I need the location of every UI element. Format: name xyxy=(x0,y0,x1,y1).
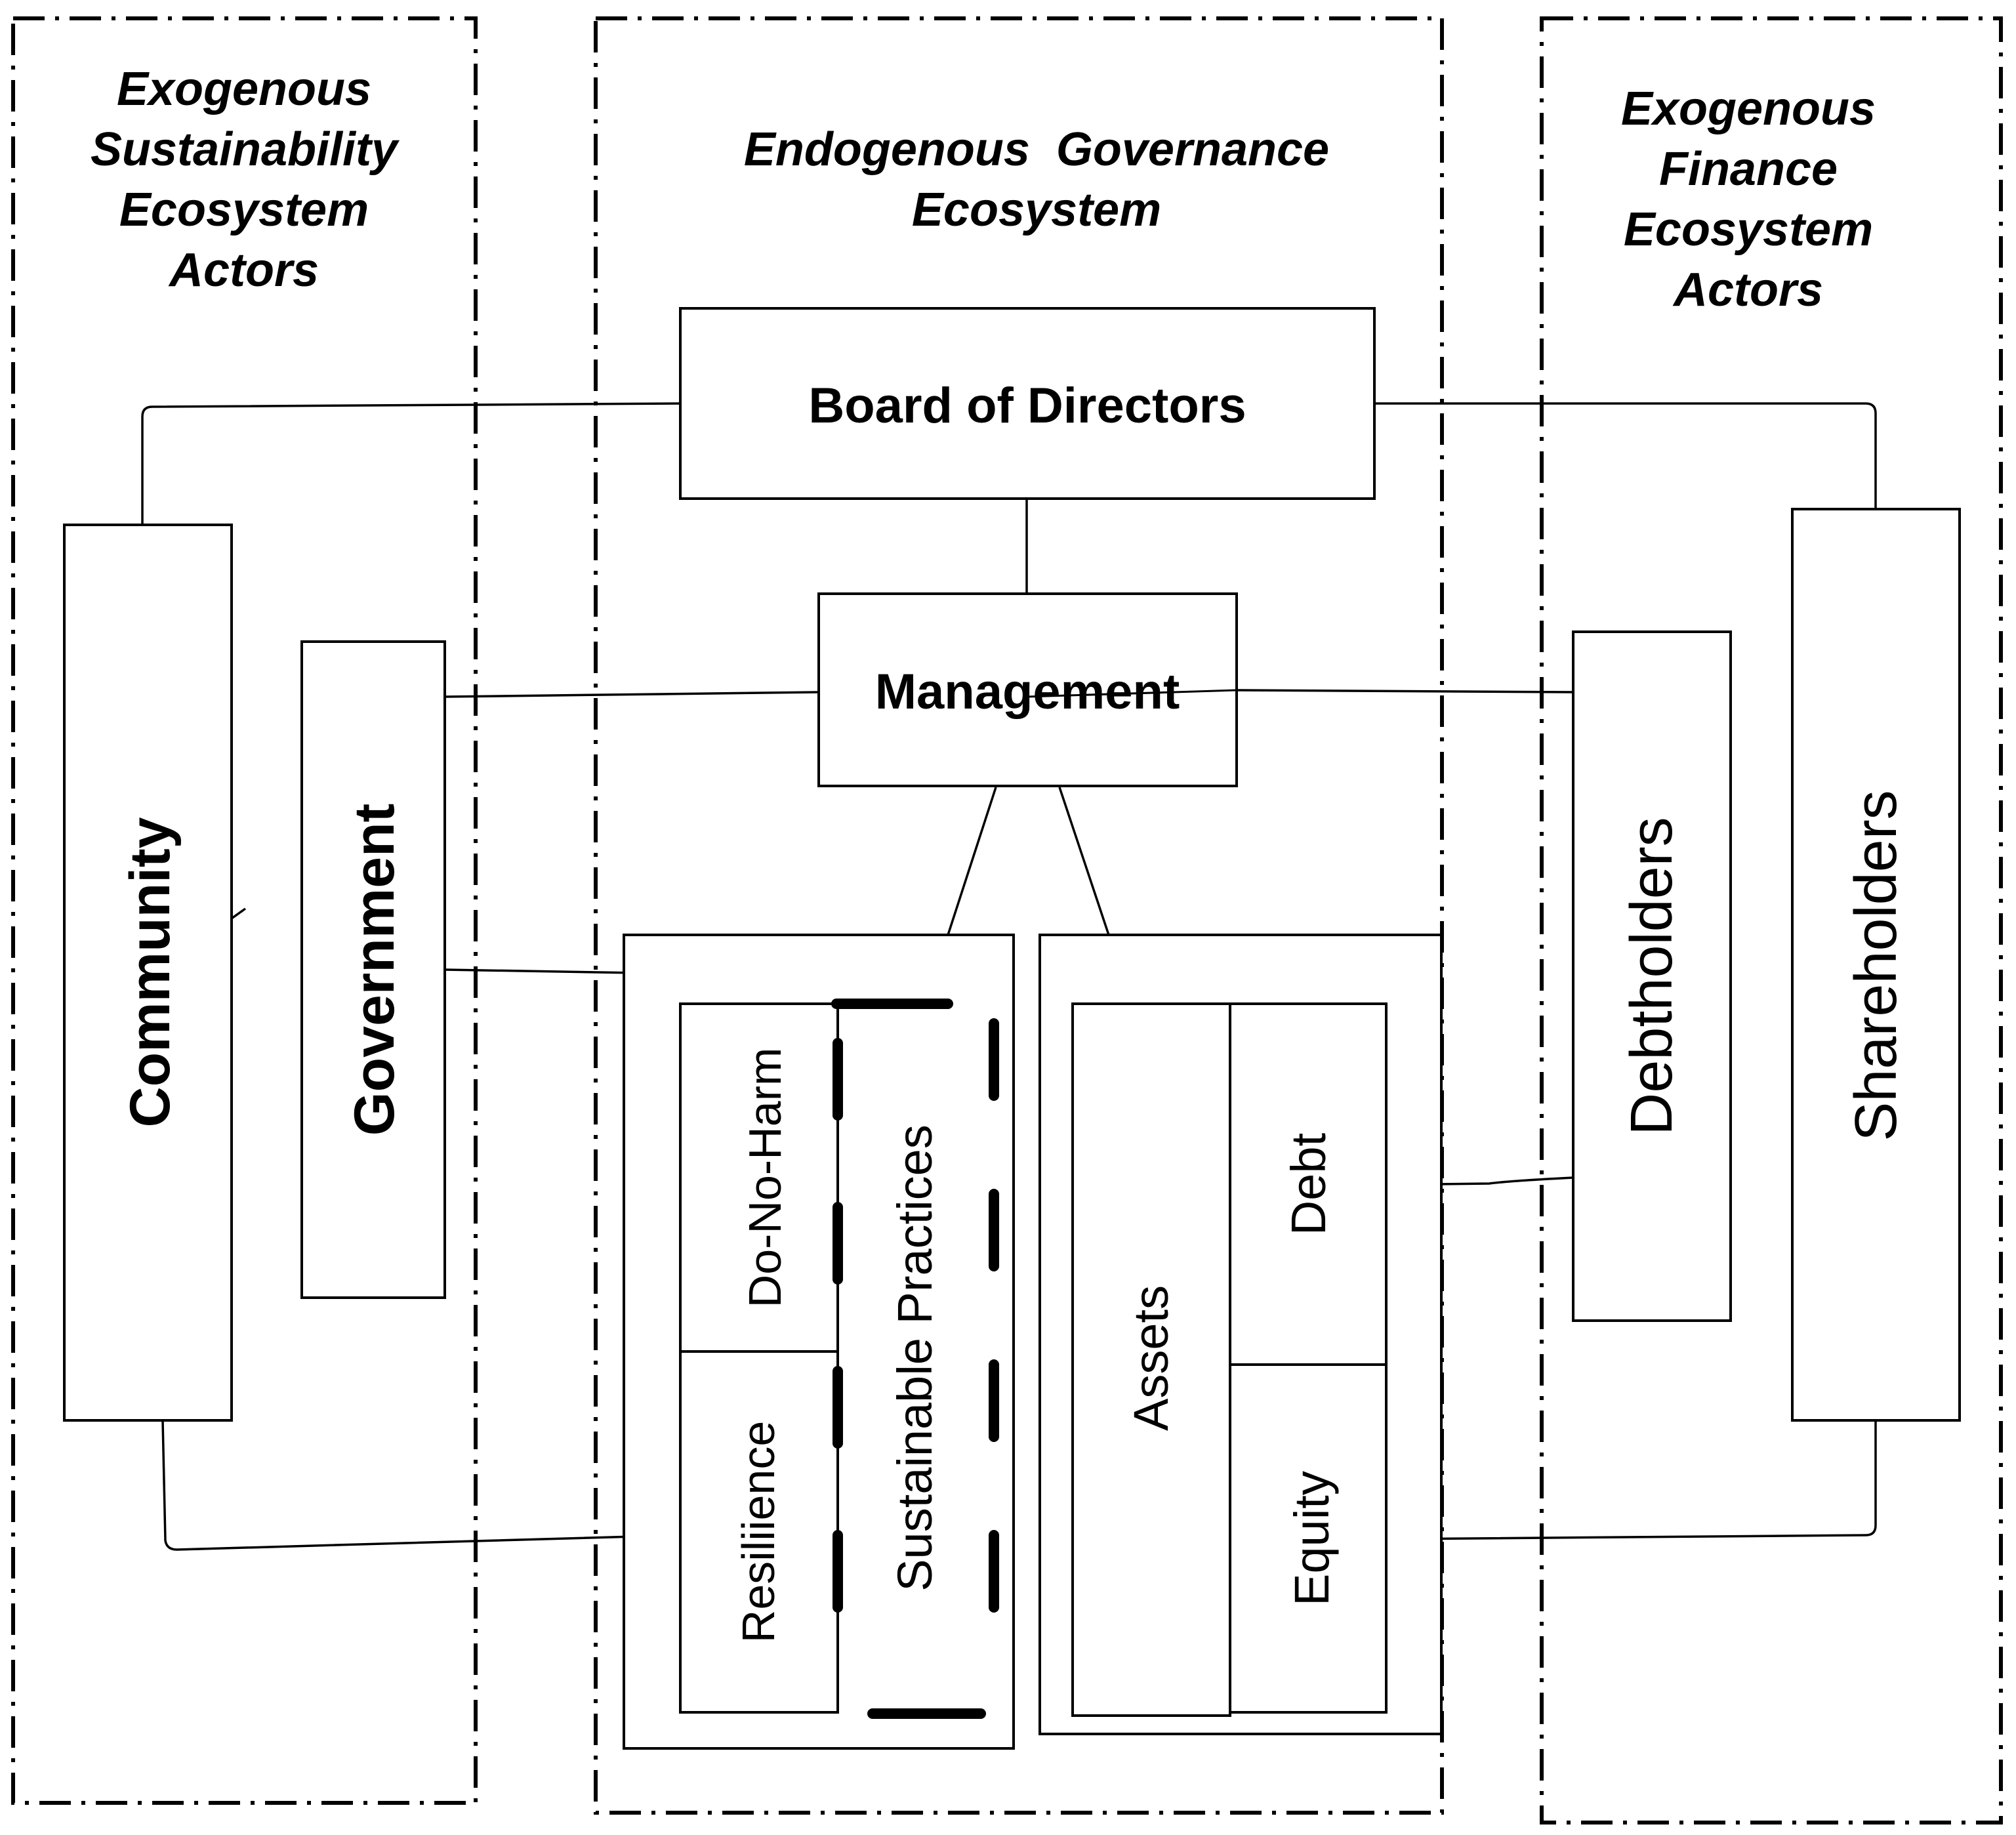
center-title-line: Ecosystem xyxy=(912,184,1161,236)
connector-management-sustainability-box xyxy=(947,787,997,936)
center-region-title: Endogenous Governance Ecosystem xyxy=(744,123,1329,236)
do-no-harm-label: Do-No-Harm xyxy=(739,1048,791,1308)
sustainable-practices-frame xyxy=(831,999,999,1719)
connector-community-stub xyxy=(230,907,247,920)
center-title-line: Endogenous Governance xyxy=(744,123,1329,176)
left-region-title: Exogenous Sustainability Ecosystem Actor… xyxy=(91,63,400,297)
connector-management-strikethrough xyxy=(1026,689,1237,698)
debtholders-label: Debtholders xyxy=(1619,817,1685,1135)
equity-box xyxy=(1229,1363,1388,1714)
debtholders-node: Debtholders xyxy=(1572,630,1732,1322)
equity-label: Equity xyxy=(1285,1471,1339,1606)
sustainable-practices-label: Sustainable Practices xyxy=(888,1124,942,1592)
do-no-harm-box xyxy=(679,1002,839,1353)
connector-debt-debtholders xyxy=(1386,1176,1574,1186)
left-title-line: Exogenous xyxy=(117,63,371,115)
connector-community-resilience xyxy=(161,1420,681,1551)
right-title-line: Exogenous xyxy=(1621,83,1876,135)
assets-label: Assets xyxy=(1124,1285,1178,1431)
left-title-line: Ecosystem xyxy=(119,184,369,236)
resilience-label: Resiliience xyxy=(733,1421,784,1643)
connector-equity-shareholders xyxy=(1386,1420,1877,1540)
shareholders-label: Shareholders xyxy=(1843,790,1909,1141)
shareholders-box xyxy=(1791,508,1961,1422)
finance-container: Assets Debt Equity xyxy=(1039,934,1443,1735)
assets-box xyxy=(1071,1002,1231,1717)
government-label: Government xyxy=(343,804,406,1136)
community-box xyxy=(63,524,233,1422)
board-of-directors-box xyxy=(679,307,1376,500)
management-node: Management xyxy=(817,592,1238,787)
management-label: Management xyxy=(875,664,1180,720)
left-region-frame xyxy=(11,16,478,1805)
management-box xyxy=(817,592,1238,787)
right-title-line: Ecosystem xyxy=(1624,203,1873,256)
center-region-frame xyxy=(594,16,1444,1815)
community-node: Community xyxy=(63,524,233,1422)
sustainability-container: Do-No-Harm Resiliience Sustainable Pract… xyxy=(623,934,1015,1750)
government-box xyxy=(300,640,446,1299)
government-node: Government xyxy=(300,640,446,1299)
debt-label: Debt xyxy=(1281,1132,1336,1235)
connector-government-management xyxy=(444,691,819,698)
left-title-line: Actors xyxy=(168,244,319,297)
right-region-title: Exogenous Finance Ecosystem Actors xyxy=(1621,83,1876,316)
debtholders-box xyxy=(1572,630,1732,1322)
right-title-line: Actors xyxy=(1672,264,1823,316)
board-of-directors-node: Board of Directors xyxy=(679,307,1376,500)
connector-board-shareholders xyxy=(1374,402,1877,509)
left-title-line: Sustainability xyxy=(91,123,400,176)
community-label: Community xyxy=(119,817,182,1127)
connector-management-debtholders xyxy=(1236,689,1574,693)
right-title-line: Finance xyxy=(1659,143,1838,196)
board-of-directors-label: Board of Directors xyxy=(808,378,1246,434)
shareholders-node: Shareholders xyxy=(1791,508,1961,1422)
connector-management-finance-box xyxy=(1058,787,1110,936)
right-region-frame xyxy=(1540,16,2003,1825)
resilience-box xyxy=(679,1350,839,1714)
connector-board-community xyxy=(141,402,681,525)
